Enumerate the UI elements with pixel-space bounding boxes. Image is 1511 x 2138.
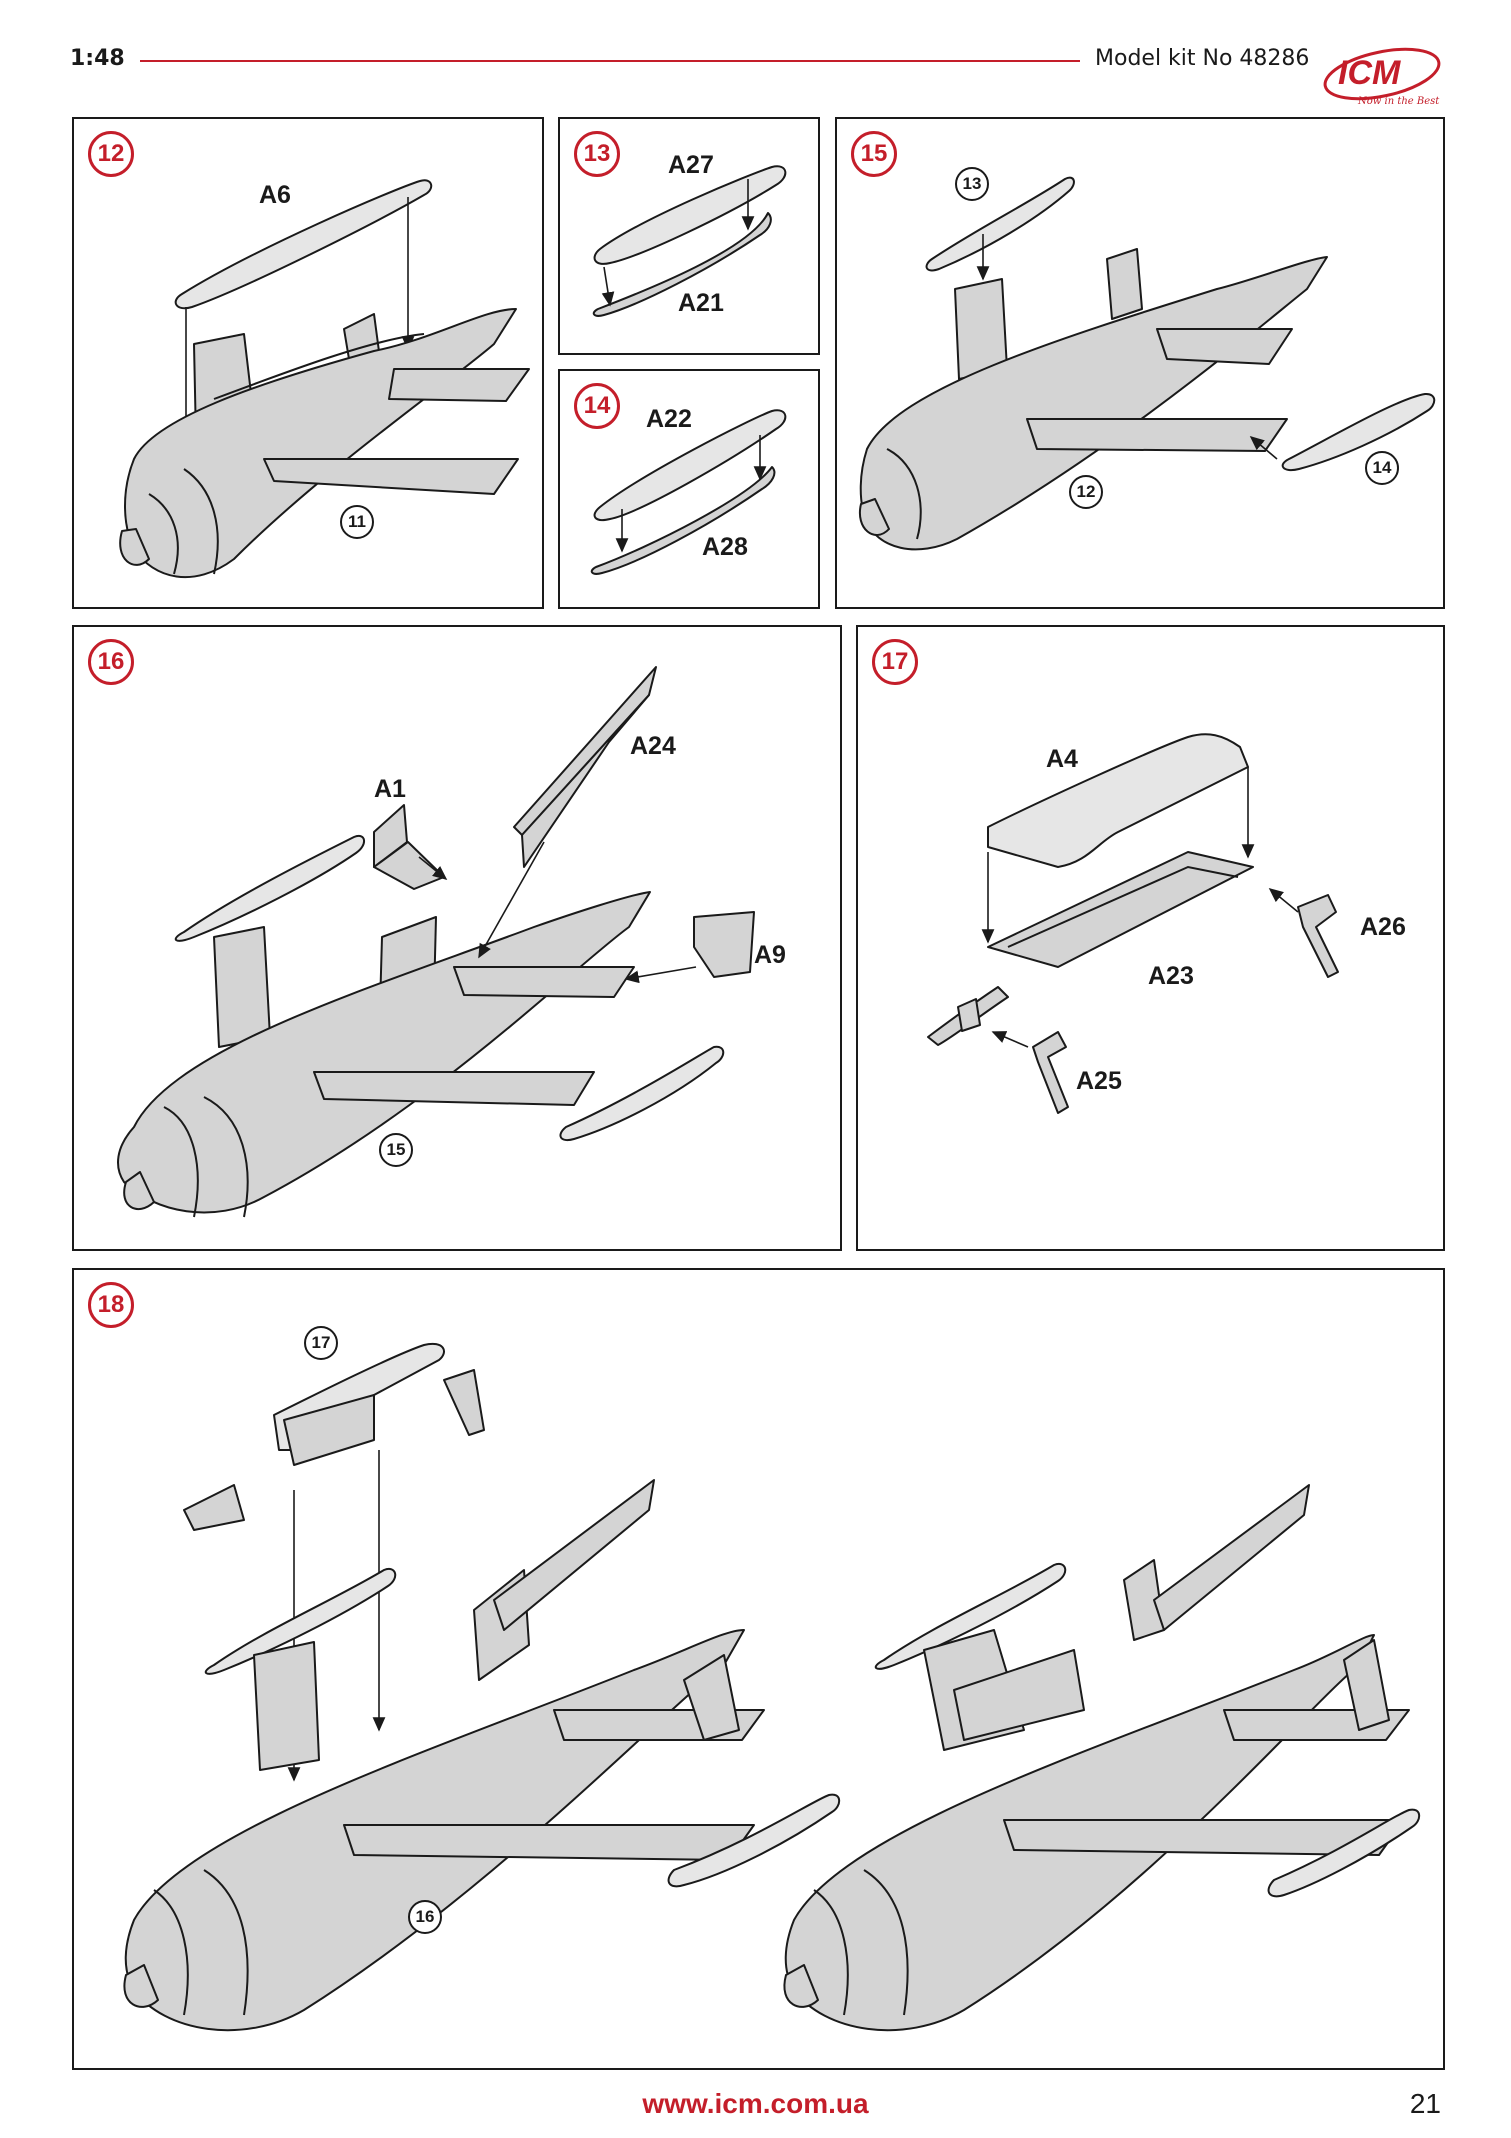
step-number: 12	[88, 131, 134, 177]
step-reference: 16	[408, 1900, 442, 1934]
part-label: A25	[1076, 1067, 1122, 1095]
step-number: 15	[851, 131, 897, 177]
step-14-panel: 14 A22 A28	[558, 369, 820, 609]
step-number: 18	[88, 1282, 134, 1328]
step-reference: 13	[955, 167, 989, 201]
step-18-panel: 18 17 16	[72, 1268, 1445, 2070]
part-label: A1	[374, 775, 406, 803]
header-divider	[140, 60, 1080, 62]
step-number: 14	[574, 383, 620, 429]
part-label: A21	[678, 289, 724, 317]
footer-website-link[interactable]: www.icm.com.ua	[642, 2088, 869, 2119]
part-label: A27	[668, 151, 714, 179]
step-15-panel: 15 13 14 12	[835, 117, 1445, 609]
part-label: A4	[1046, 745, 1078, 773]
step-reference: 14	[1365, 451, 1399, 485]
step-13-panel: 13 A27 A21	[558, 117, 820, 355]
logo-tagline: Now in the Best	[1357, 96, 1440, 107]
part-label: A26	[1360, 913, 1406, 941]
part-label: A24	[630, 732, 676, 760]
scale-label: 1:48	[70, 46, 125, 71]
part-label: A28	[702, 533, 748, 561]
part-label: A22	[646, 405, 692, 433]
kit-number: Model kit No 48286	[1095, 46, 1310, 71]
step-number: 17	[872, 639, 918, 685]
step-number: 16	[88, 639, 134, 685]
step-number: 13	[574, 131, 620, 177]
step-12-panel: 12 A6 11	[72, 117, 544, 609]
page-number: 21	[1409, 2088, 1441, 2119]
step-reference: 12	[1069, 475, 1103, 509]
step-reference: 15	[379, 1133, 413, 1167]
step-16-panel: 16 A1 A24 A9 15	[72, 625, 842, 1251]
step-17-panel: 17 A4 A26 A23 A25	[856, 625, 1445, 1251]
part-label: A6	[259, 181, 291, 209]
part-label: A23	[1148, 962, 1194, 990]
icm-logo: ICM Now in the Best	[1318, 40, 1456, 110]
step-reference: 17	[304, 1326, 338, 1360]
part-label: A9	[754, 941, 786, 969]
logo-wordmark: ICM	[1338, 54, 1401, 92]
step-reference: 11	[340, 505, 374, 539]
